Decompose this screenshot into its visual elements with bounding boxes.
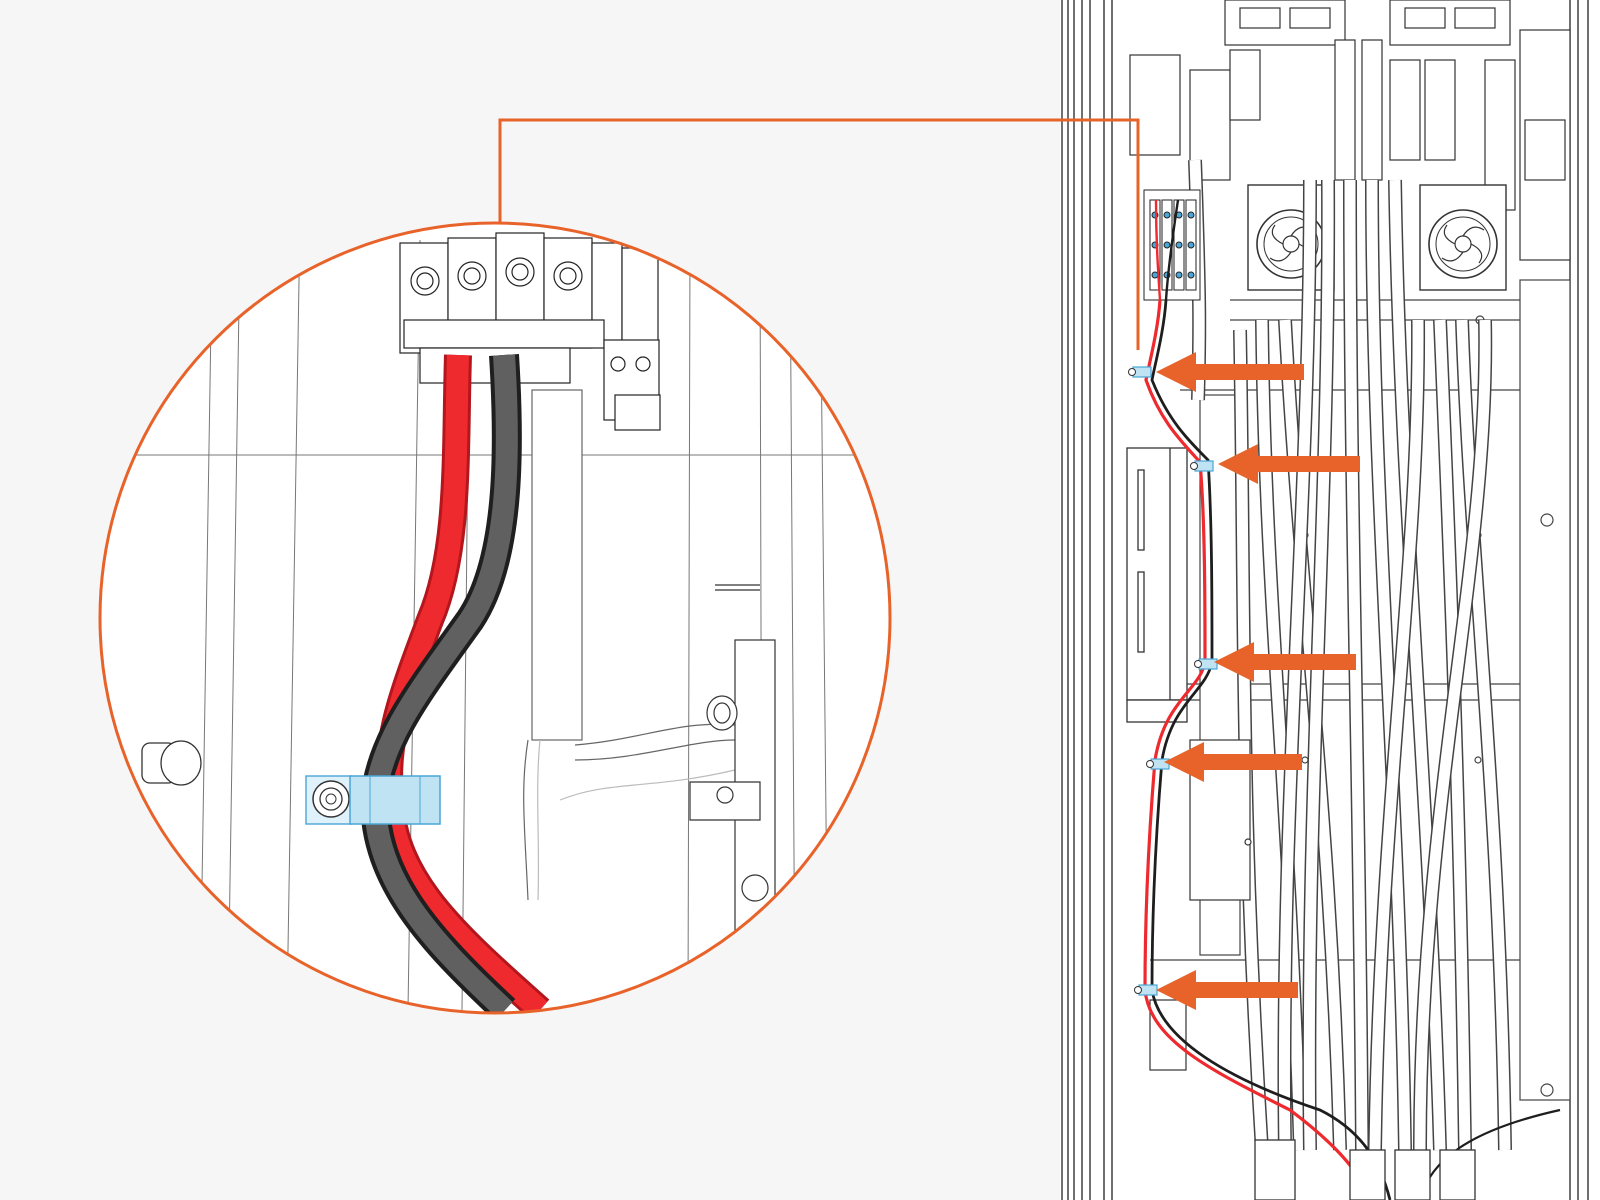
wall-bolt [141, 740, 202, 786]
detail-fitting [689, 584, 776, 931]
cable-clamp-icon [1190, 460, 1214, 472]
cable-clamp-icon [1128, 366, 1152, 378]
terminal-block-icon [399, 232, 661, 431]
cable-clamp-icon [1146, 758, 1170, 770]
arrow-left-icon [1156, 352, 1304, 392]
detail-hose [523, 389, 736, 901]
floor-grommets [1254, 1139, 1476, 1200]
cabinet-clamps [1128, 366, 1218, 996]
callout-leader-line [498, 118, 1140, 350]
cable-clamp-icon [1194, 658, 1218, 670]
detail-wires [359, 354, 550, 1013]
cable-clamp-icon [1134, 984, 1158, 996]
cable-clamp-icon [305, 775, 441, 825]
detail-circle-border [98, 221, 892, 1015]
arrow-left-icon [1164, 742, 1302, 782]
arrow-left-icon [1218, 444, 1360, 484]
arrow-left-icon [1214, 642, 1356, 682]
fan-icon [1247, 184, 1507, 291]
pointer-arrows [1156, 352, 1360, 1010]
hose-bundle [1188, 159, 1512, 1151]
power-supply-unit [1126, 447, 1188, 723]
arrow-left-icon [1156, 970, 1298, 1010]
cabinet-interior [1060, 0, 1600, 1200]
magnified-detail-view [98, 221, 892, 1015]
